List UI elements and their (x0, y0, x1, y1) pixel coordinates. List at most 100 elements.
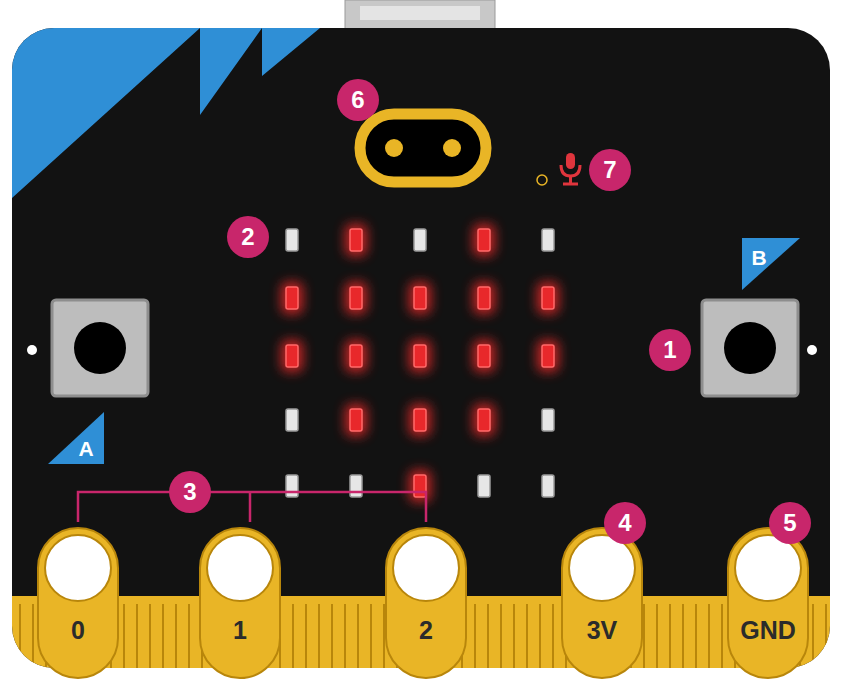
edge-tooth (383, 604, 385, 668)
led-glow (409, 282, 431, 314)
callout-circle (169, 471, 211, 513)
edge-tooth (149, 604, 151, 668)
microphone-hole (537, 175, 547, 185)
led (478, 287, 490, 309)
pin-pad (562, 528, 642, 678)
edge-tooth (721, 604, 723, 668)
callout-circle (649, 329, 691, 371)
led-glow (281, 340, 303, 372)
pin-pad (386, 528, 466, 678)
edge-tooth (539, 604, 541, 668)
edge-tooth (682, 604, 684, 668)
pin-name: 1 (233, 618, 247, 643)
led-glow (345, 224, 367, 256)
callout-circle (769, 502, 811, 544)
edge-tooth (357, 604, 359, 668)
pin-hole (569, 535, 635, 601)
button-a (74, 322, 126, 374)
usb-connector (345, 0, 495, 32)
led-glow (473, 404, 495, 436)
touch-logo (360, 114, 486, 182)
led (286, 409, 298, 431)
pin-pad (562, 528, 642, 678)
led (478, 229, 490, 251)
callout-number: 2 (241, 225, 254, 249)
callout-circle (589, 149, 631, 191)
led-glow (409, 404, 431, 436)
led (350, 229, 362, 251)
led (286, 229, 298, 251)
edge-tooth (825, 604, 827, 668)
edge-tooth (643, 604, 645, 668)
callout-circle (604, 502, 646, 544)
edge-tooth (695, 604, 697, 668)
led (414, 229, 426, 251)
edge-tooth (32, 604, 34, 668)
callout-number: 5 (783, 511, 796, 535)
edge-tooth (19, 604, 21, 668)
pin-pads (38, 528, 808, 678)
edge-tooth (305, 604, 307, 668)
usb-connector (360, 6, 480, 20)
edge-tooth (188, 604, 190, 668)
led-glow (345, 404, 367, 436)
pin-name: 0 (71, 618, 85, 643)
led-glow (537, 282, 559, 314)
mount-hole (27, 345, 37, 355)
led-matrix (281, 224, 559, 502)
pin-name: 3V (587, 618, 618, 643)
led-glow (473, 224, 495, 256)
edge-tooth (812, 604, 814, 668)
led-glow (281, 282, 303, 314)
edge-tooth (175, 604, 177, 668)
pin-pad (200, 528, 280, 678)
led (542, 345, 554, 367)
pin-name: 2 (419, 618, 433, 643)
led-glow (473, 340, 495, 372)
pin-pad (386, 528, 466, 678)
microphone-icon (561, 153, 580, 184)
button-flag (48, 412, 104, 464)
edge-tooth (162, 604, 164, 668)
led (478, 345, 490, 367)
led (350, 475, 362, 497)
led (350, 409, 362, 431)
led (350, 345, 362, 367)
led (542, 475, 554, 497)
pin-pad (200, 528, 280, 678)
edge-tooth (656, 604, 658, 668)
pin-hole (45, 535, 111, 601)
button-letter: B (751, 247, 766, 268)
led (286, 287, 298, 309)
callout-number: 7 (603, 158, 616, 182)
led-glow (345, 282, 367, 314)
edge-tooth (500, 604, 502, 668)
led (414, 345, 426, 367)
led (414, 475, 426, 497)
led (414, 287, 426, 309)
pin-pad (728, 528, 808, 678)
led (286, 475, 298, 497)
led (542, 229, 554, 251)
touch-logo (385, 139, 403, 157)
led-glow (409, 470, 431, 502)
led (286, 345, 298, 367)
bracket (78, 492, 426, 522)
led (542, 409, 554, 431)
pin-pad (38, 528, 118, 678)
edge-tooth (123, 604, 125, 668)
edge-tooth (344, 604, 346, 668)
pin-name: GND (740, 618, 796, 643)
callout-number: 6 (351, 88, 364, 112)
led-glow (473, 282, 495, 314)
edge-tooth (474, 604, 476, 668)
button-flag (742, 238, 800, 290)
edge-tooth (136, 604, 138, 668)
edge-tooth (526, 604, 528, 668)
edge-tooth (708, 604, 710, 668)
led (350, 287, 362, 309)
pin-pad (38, 528, 118, 678)
led (478, 475, 490, 497)
led (414, 409, 426, 431)
callout-number: 3 (183, 480, 196, 504)
